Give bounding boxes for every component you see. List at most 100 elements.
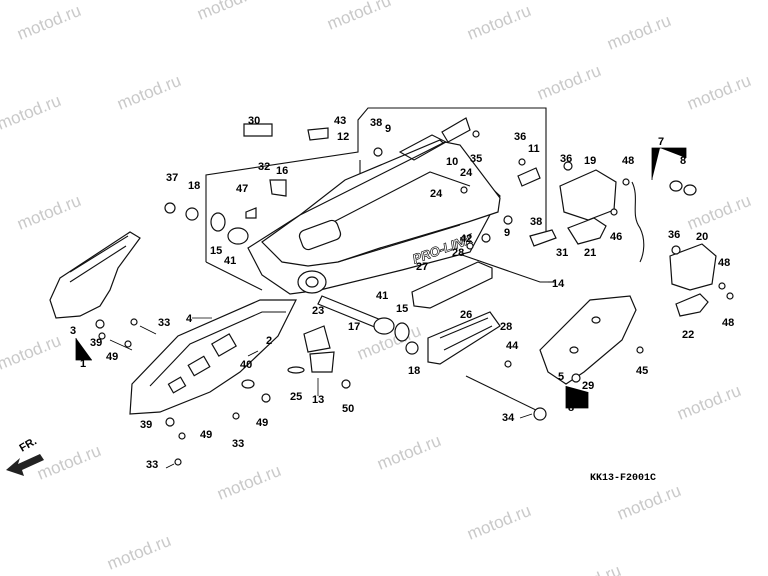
callout: 8 xyxy=(680,155,686,167)
callout: 33 xyxy=(158,317,170,329)
callout: 34 xyxy=(502,412,515,424)
callout: 46 xyxy=(610,231,622,243)
callout: 15 xyxy=(396,303,408,315)
watermark: motod.ru xyxy=(0,91,64,134)
callout: 9 xyxy=(385,123,391,135)
callout: 7 xyxy=(658,136,664,148)
watermark: motod.ru xyxy=(464,501,533,544)
watermark: motod.ru xyxy=(194,0,263,24)
callout: 28 xyxy=(452,247,464,259)
callout: 31 xyxy=(556,247,568,259)
chain-adjuster xyxy=(631,180,697,263)
callout: 27 xyxy=(416,261,428,273)
callout: 49 xyxy=(200,429,212,441)
callout: 2 xyxy=(266,335,272,347)
callout: 19 xyxy=(584,155,596,167)
callout: 12 xyxy=(337,131,349,143)
callout: 38 xyxy=(530,216,542,228)
small-hardware xyxy=(95,117,734,466)
callout: 43 xyxy=(334,115,346,127)
callout: 18 xyxy=(188,180,200,192)
callout: 14 xyxy=(552,278,565,290)
callout: 36 xyxy=(668,229,680,241)
callout: 15 xyxy=(210,245,222,257)
callout: 37 xyxy=(166,172,178,184)
callout: 28 xyxy=(500,321,512,333)
callout: 16 xyxy=(276,165,288,177)
watermark: motod.ru xyxy=(14,191,83,234)
callout: 20 xyxy=(696,231,708,243)
callout: 29 xyxy=(582,380,594,392)
callout: 11 xyxy=(528,143,540,155)
watermark: motod.ru xyxy=(604,11,673,54)
watermark: motod.ru xyxy=(104,531,173,574)
chain-guide xyxy=(539,295,637,385)
arrow-icon xyxy=(6,454,44,476)
watermark: motod.ru xyxy=(674,381,743,424)
callout: 18 xyxy=(408,365,420,377)
callout: 36 xyxy=(560,153,572,165)
callout: 39 xyxy=(90,337,102,349)
callout: 3 xyxy=(70,325,76,337)
callout: 17 xyxy=(348,321,360,333)
callout: 44 xyxy=(506,340,519,352)
callout: 5 xyxy=(558,371,564,383)
callout: 40 xyxy=(240,359,252,371)
callout: 48 xyxy=(718,257,730,269)
watermark: motod.ru xyxy=(34,441,103,484)
callout: 47 xyxy=(236,183,248,195)
pivot-shaft xyxy=(185,207,419,355)
callout: 45 xyxy=(636,365,648,377)
callout: 38 xyxy=(370,117,382,129)
callout: 48 xyxy=(722,317,734,329)
callout: 39 xyxy=(140,419,152,431)
chain-case xyxy=(129,299,297,415)
chain-guard-front xyxy=(49,231,141,319)
leader-lines xyxy=(75,147,687,469)
callout: 1 xyxy=(80,358,86,370)
callout: 26 xyxy=(460,309,472,321)
chain-slider xyxy=(411,261,501,365)
watermark: motod.ru xyxy=(374,431,443,474)
callout: 33 xyxy=(232,438,244,450)
watermark: motod.ru xyxy=(0,331,64,374)
callout: 10 xyxy=(446,156,458,168)
diagram-code: KK13-F2001C xyxy=(590,473,656,484)
callout: 48 xyxy=(622,155,634,167)
watermark: motod.ru xyxy=(614,481,683,524)
callout: 21 xyxy=(584,247,596,259)
watermark: motod.ru xyxy=(324,0,393,34)
callout: 24 xyxy=(460,167,473,179)
watermark: motod.ru xyxy=(554,561,623,576)
callout: 49 xyxy=(106,351,118,363)
watermark: motod.ru xyxy=(684,71,753,114)
callout: 41 xyxy=(376,290,388,302)
callout: 22 xyxy=(682,329,694,341)
callout: 13 xyxy=(312,394,324,406)
callout: 49 xyxy=(256,417,268,429)
callout: 25 xyxy=(290,391,302,403)
callout: 30 xyxy=(248,115,260,127)
direction-label: FR. xyxy=(18,435,39,454)
callout: 41 xyxy=(224,255,236,267)
callout-labels: 30 43 12 38 9 36 11 10 35 24 24 36 19 48… xyxy=(70,115,734,471)
watermark: motod.ru xyxy=(14,1,83,44)
watermark: motod.ru xyxy=(214,461,283,504)
callout: 9 xyxy=(504,227,510,239)
watermark: motod.ru xyxy=(684,191,753,234)
callout: 23 xyxy=(312,305,324,317)
callout: 8 xyxy=(568,402,574,414)
watermark: motod.ru xyxy=(534,61,603,104)
rear-brackets xyxy=(529,169,717,317)
watermark: motod.ru xyxy=(114,71,183,114)
callout: 4 xyxy=(186,313,193,325)
watermark: motod.ru xyxy=(464,1,533,44)
callout: 35 xyxy=(470,153,482,165)
axle-rod xyxy=(465,375,547,421)
callout: 33 xyxy=(146,459,158,471)
callout: 42 xyxy=(460,233,472,245)
callout: 24 xyxy=(430,188,443,200)
